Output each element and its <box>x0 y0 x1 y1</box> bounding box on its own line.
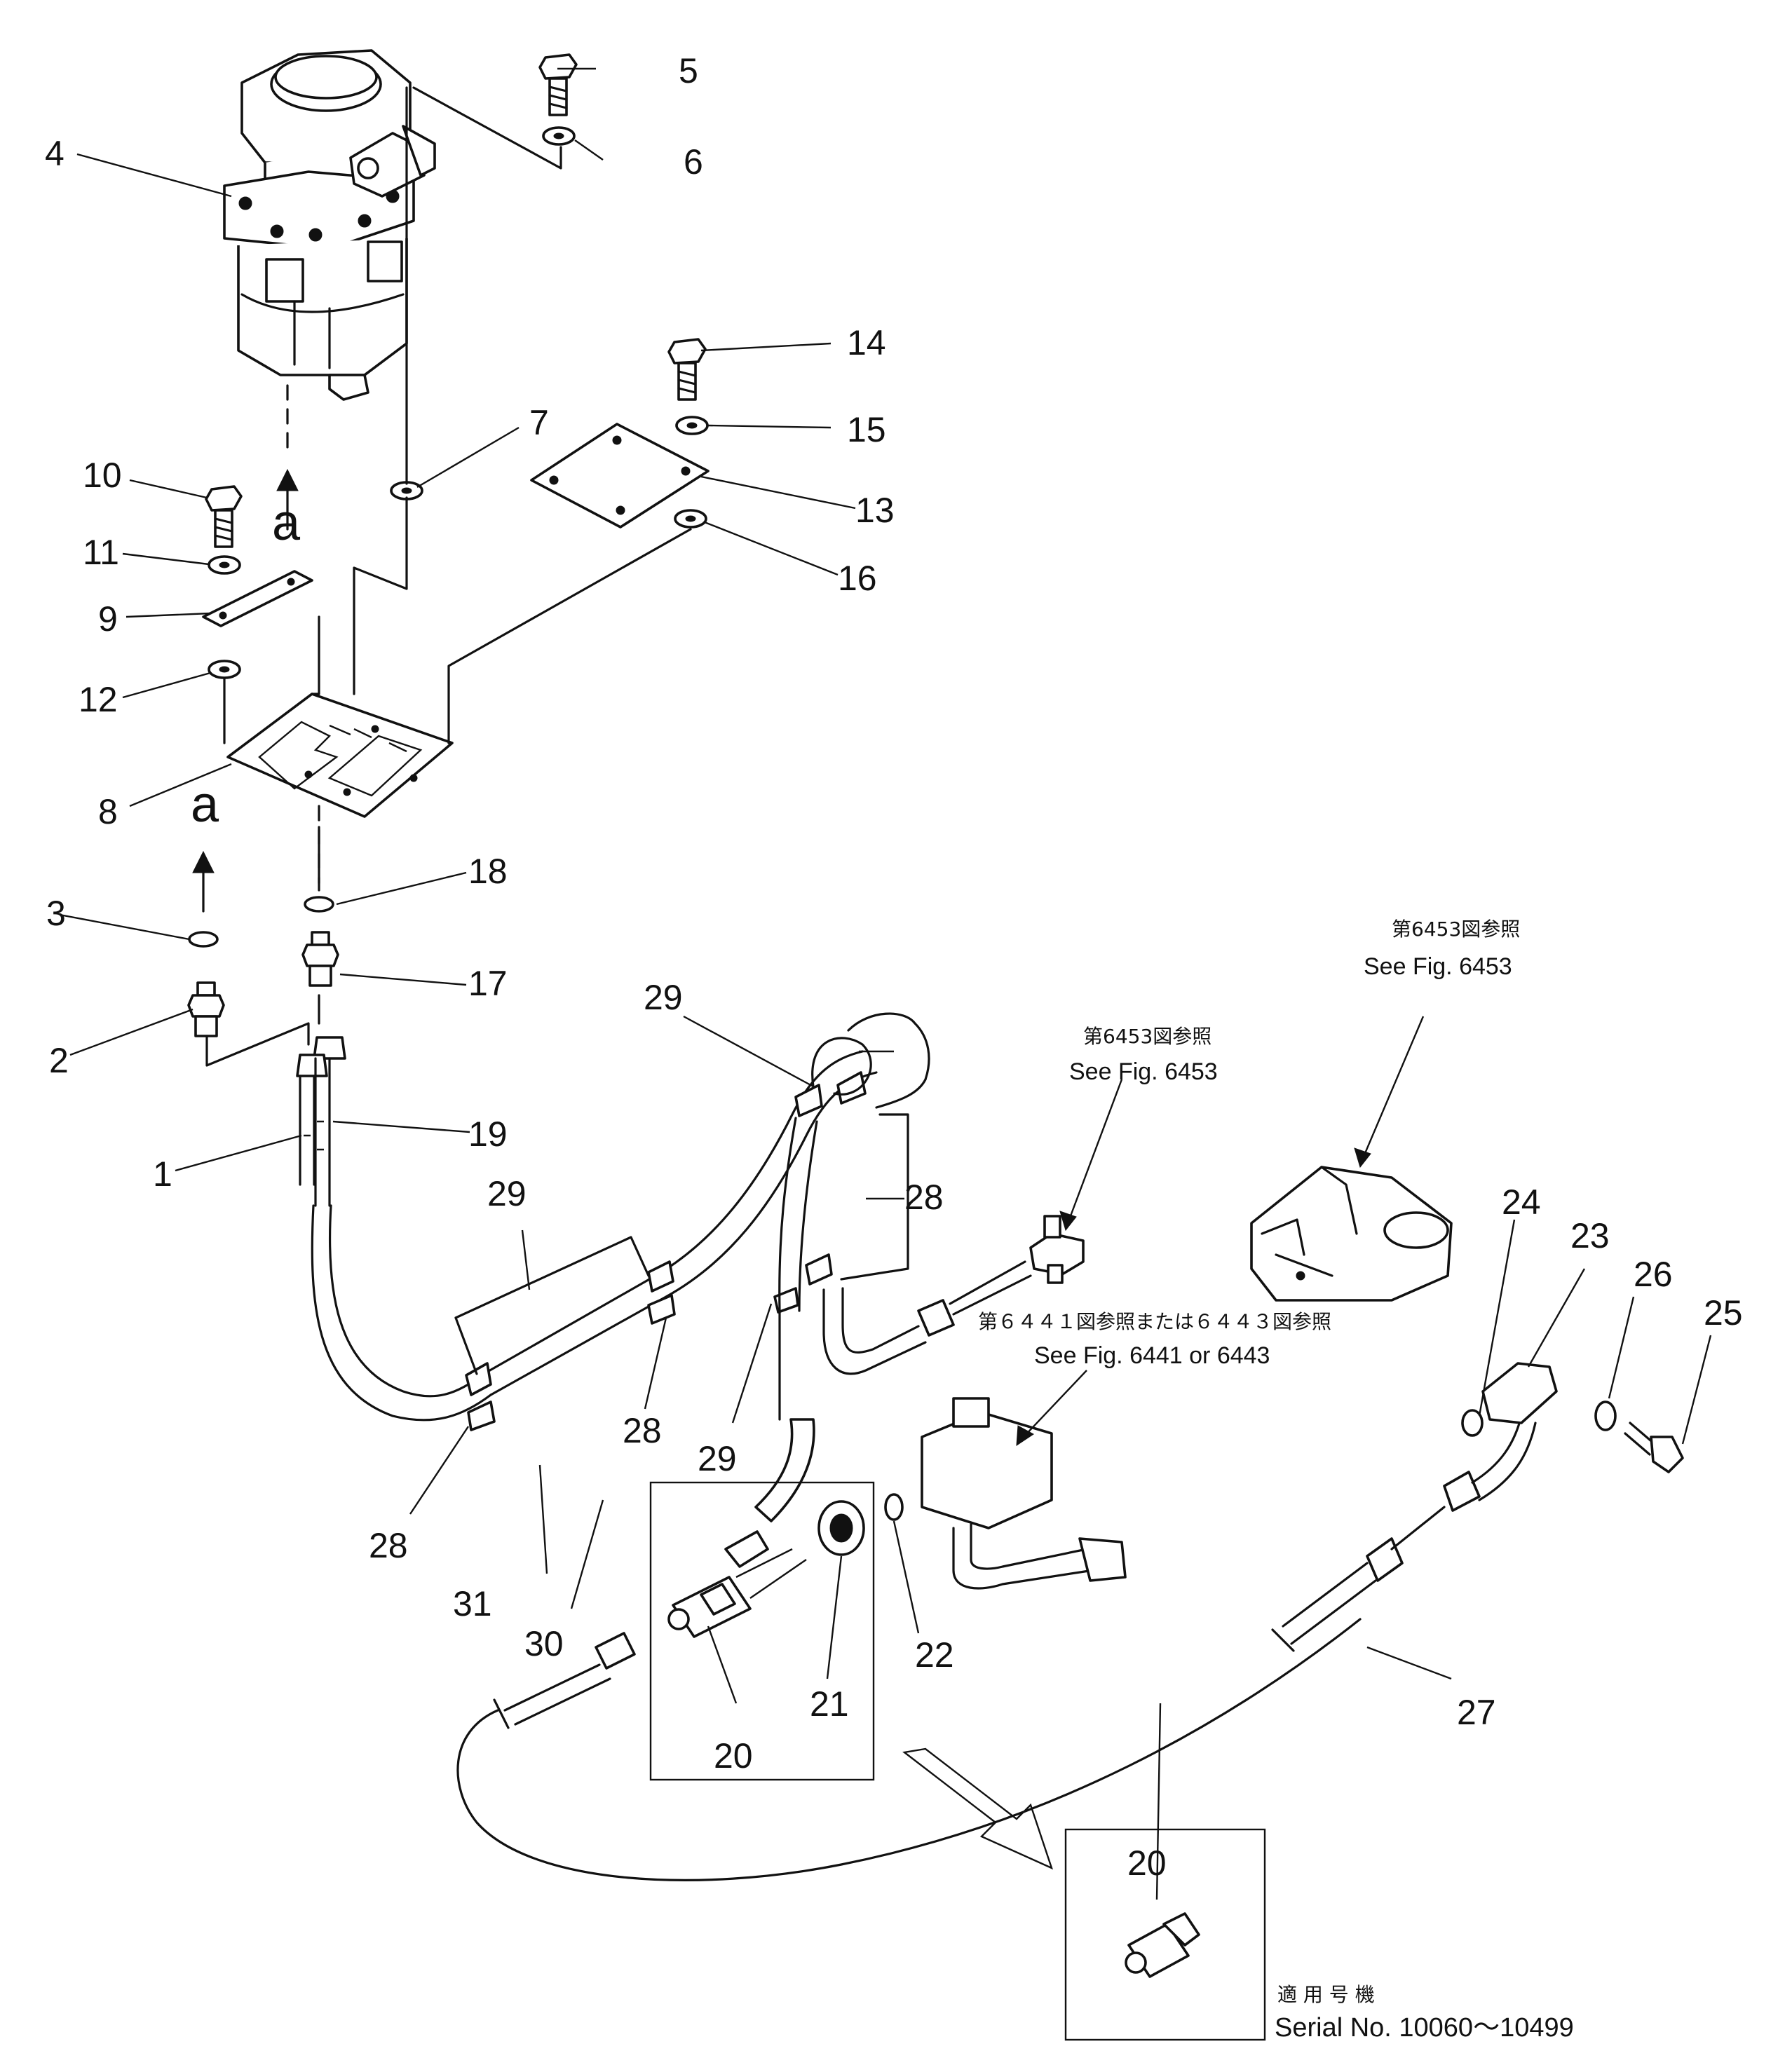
ref-3-jp: 第６４４１図参照または６４４３図参照 <box>978 1310 1331 1333</box>
part-labels: 5 6 4 14 15 13 16 7 10 11 9 12 8 18 3 17… <box>45 51 1743 1883</box>
detail-box-2 <box>1064 1828 1266 2041</box>
label-28b: 28 <box>623 1411 662 1450</box>
o-ring-22 <box>884 1493 904 1521</box>
bolt-25 <box>1624 1422 1684 1473</box>
o-ring-24 <box>1461 1409 1484 1437</box>
section-label-a-lower: a <box>191 777 219 833</box>
label-12: 12 <box>79 680 118 719</box>
ref-1-en: See Fig. 6453 <box>1364 953 1512 980</box>
label-16: 16 <box>838 559 877 598</box>
valve-block <box>921 1397 1127 1590</box>
section-label-a-upper: a <box>272 495 301 551</box>
hose-1-19 <box>296 1036 878 1422</box>
fitting-20-detail <box>1125 1912 1200 1978</box>
plate-23 <box>1481 1362 1558 1424</box>
label-30: 30 <box>524 1624 564 1663</box>
label-18: 18 <box>468 852 508 891</box>
label-20-detail: 20 <box>1127 1843 1167 1883</box>
label-20: 20 <box>714 1736 753 1775</box>
label-4: 4 <box>45 134 65 173</box>
label-25: 25 <box>1704 1293 1743 1333</box>
label-3: 3 <box>46 894 66 933</box>
ref-1-jp: 第6453図参照 <box>1392 918 1520 941</box>
bolt-5 <box>538 53 578 116</box>
ref-2-en: See Fig. 6453 <box>1069 1058 1218 1085</box>
bushing-21 <box>817 1500 865 1556</box>
label-26: 26 <box>1634 1255 1673 1294</box>
label-5: 5 <box>679 51 698 90</box>
fitting-27 <box>1271 1415 1537 1652</box>
detail-box-1 <box>649 1481 875 1781</box>
label-1: 1 <box>153 1154 172 1194</box>
bolt-10 <box>205 485 243 548</box>
assembly-lines <box>192 86 909 1375</box>
label-7: 7 <box>529 403 549 442</box>
serial-number: Serial No. 10060～10499 <box>1275 2013 1574 2043</box>
label-2: 2 <box>49 1041 69 1080</box>
fitting-20 <box>667 1530 769 1638</box>
pump-component <box>1250 1166 1453 1302</box>
motor-assembly <box>223 49 436 401</box>
hose-bottom <box>456 1618 1362 1881</box>
label-leaders <box>59 67 1712 1900</box>
label-29b: 29 <box>487 1174 527 1213</box>
label-10: 10 <box>83 456 122 495</box>
label-14: 14 <box>847 323 886 362</box>
ref-3-en: See Fig. 6441 or 6443 <box>1034 1342 1270 1369</box>
label-29a: 29 <box>644 978 683 1017</box>
label-24: 24 <box>1502 1182 1541 1222</box>
label-28c: 28 <box>369 1526 408 1565</box>
label-6: 6 <box>684 142 703 182</box>
label-19: 19 <box>468 1115 508 1154</box>
label-9: 9 <box>98 599 118 639</box>
label-15: 15 <box>847 410 886 449</box>
washer-26 <box>1594 1400 1617 1431</box>
reference-notes: 第6453図参照 See Fig. 6453 第6453図参照 See Fig.… <box>978 918 1574 2043</box>
label-11: 11 <box>83 533 119 572</box>
cover-plate-13 <box>530 423 710 529</box>
o-ring-18 <box>304 896 334 913</box>
plate-9 <box>202 570 313 627</box>
label-23: 23 <box>1570 1216 1610 1255</box>
label-29c: 29 <box>698 1439 737 1478</box>
fitting-2 <box>187 981 225 1037</box>
label-21: 21 <box>810 1684 849 1724</box>
bolt-14 <box>667 338 707 401</box>
o-ring-3 <box>188 931 219 948</box>
label-13: 13 <box>855 491 895 530</box>
label-27: 27 <box>1457 1693 1496 1732</box>
label-22: 22 <box>915 1635 954 1675</box>
label-8: 8 <box>98 792 118 831</box>
label-28a: 28 <box>904 1178 944 1217</box>
fitting-17 <box>301 931 339 987</box>
label-31: 31 <box>453 1584 492 1623</box>
gasket-8 <box>226 693 454 818</box>
ref-2-jp: 第6453図参照 <box>1083 1025 1211 1048</box>
note-jp: 適 用 号 機 <box>1277 1983 1375 2006</box>
label-17: 17 <box>468 964 508 1003</box>
